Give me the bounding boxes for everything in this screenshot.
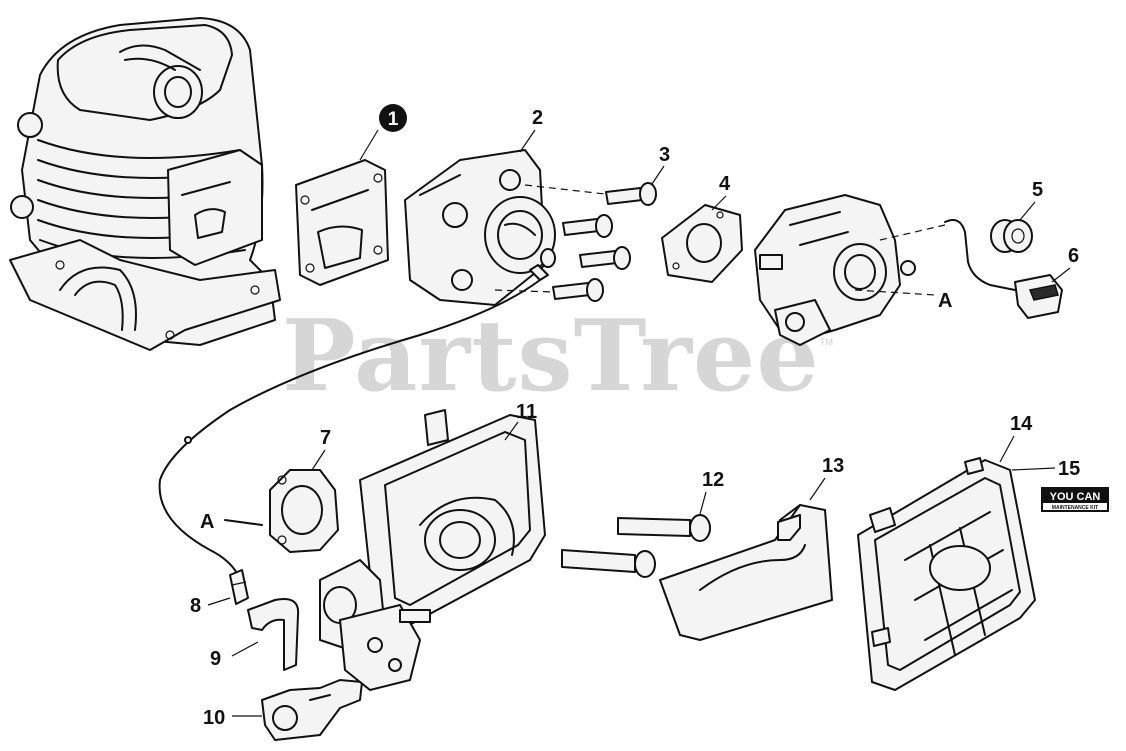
grommet-part-5[interactable] bbox=[990, 219, 1033, 253]
screw-part-12-b[interactable] bbox=[561, 549, 656, 578]
carburetor[interactable] bbox=[754, 194, 916, 346]
bracket-part-9[interactable] bbox=[247, 598, 300, 671]
callout-13: 13 bbox=[822, 455, 844, 477]
callout-9: 9 bbox=[210, 648, 221, 670]
ground-terminal bbox=[529, 248, 556, 281]
leader-line-3 bbox=[651, 165, 665, 185]
callout-5: 5 bbox=[1032, 179, 1043, 201]
filter-housing-part-11[interactable] bbox=[319, 409, 546, 691]
logo-line-1: YOU CAN bbox=[1050, 491, 1101, 503]
terminal-part-8[interactable] bbox=[229, 569, 249, 605]
leader-line-6 bbox=[1051, 267, 1071, 283]
leader-line-8 bbox=[207, 597, 231, 606]
logo-line-2: MAINTENANCE KIT bbox=[1052, 505, 1098, 511]
callout-1: 1 bbox=[388, 109, 399, 130]
callout-4: 4 bbox=[719, 173, 731, 195]
cover-part-13[interactable] bbox=[659, 504, 833, 641]
leader-line-12 bbox=[699, 491, 707, 515]
you-can-maintenance-kit-logo: YOU CAN MAINTENANCE KIT bbox=[1041, 487, 1109, 512]
callout-7: 7 bbox=[320, 427, 331, 449]
gasket-part-7[interactable] bbox=[269, 469, 339, 553]
leader-line-a-left bbox=[224, 519, 263, 526]
callout-2: 2 bbox=[532, 107, 543, 129]
intake-manifold-part-2[interactable] bbox=[404, 149, 556, 306]
leader-line-13 bbox=[809, 477, 826, 501]
leader-line-14 bbox=[999, 435, 1015, 463]
callout-15: 15 bbox=[1058, 458, 1080, 480]
callout-8: 8 bbox=[190, 595, 201, 617]
ref-label-a-top: A bbox=[938, 290, 952, 312]
callout-14: 14 bbox=[1010, 413, 1033, 435]
cylinder-part[interactable] bbox=[9, 17, 281, 351]
watermark-text: PartsTree bbox=[282, 299, 820, 414]
callout-11: 11 bbox=[516, 401, 537, 423]
air-filter-part-14[interactable] bbox=[857, 457, 1036, 691]
leader-line-4 bbox=[711, 195, 727, 211]
ref-label-a-left: A bbox=[200, 511, 214, 533]
screw-part-3[interactable] bbox=[605, 182, 657, 206]
callout-3: 3 bbox=[659, 144, 670, 166]
wire-clip bbox=[184, 436, 192, 444]
dashed-guide-3 bbox=[524, 184, 606, 195]
clamp-part-10[interactable] bbox=[261, 679, 363, 741]
leader-line-1 bbox=[359, 129, 379, 161]
leader-line-9 bbox=[231, 641, 259, 657]
screw-part-3-c[interactable] bbox=[579, 246, 631, 270]
leader-line-11 bbox=[504, 421, 519, 441]
screw-part-12[interactable] bbox=[617, 514, 711, 542]
screw-part-3-b[interactable] bbox=[562, 214, 613, 238]
leader-line-5 bbox=[1019, 201, 1036, 221]
leader-line-2 bbox=[519, 129, 536, 153]
callout-1-badge bbox=[379, 104, 407, 132]
leader-line-15 bbox=[1011, 467, 1056, 471]
callout-12: 12 bbox=[702, 469, 724, 491]
throttle-rod-part-6[interactable] bbox=[944, 219, 1063, 319]
watermark-trademark: TM bbox=[820, 337, 833, 347]
callout-6: 6 bbox=[1068, 245, 1079, 267]
gasket-part-4[interactable] bbox=[661, 204, 743, 283]
screw-part-3-d[interactable] bbox=[552, 278, 604, 302]
dashed-guide-a bbox=[854, 289, 936, 296]
ground-wire bbox=[158, 279, 541, 576]
gasket-part-1[interactable] bbox=[295, 159, 389, 286]
callout-10: 10 bbox=[203, 707, 225, 729]
leader-line-7 bbox=[311, 449, 326, 471]
